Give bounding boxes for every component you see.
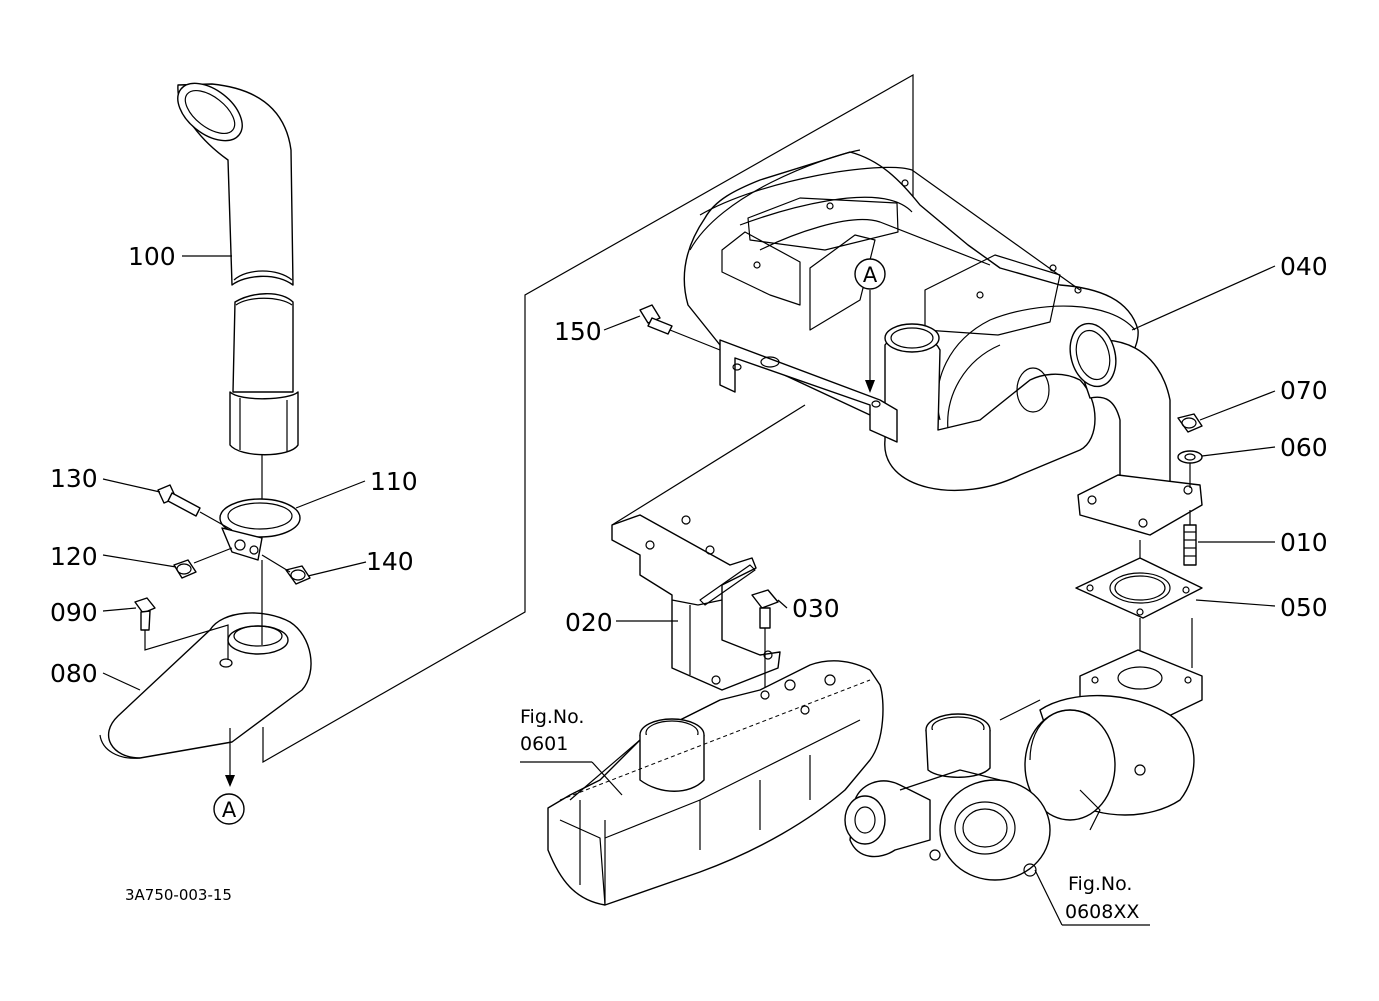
support-bracket-part[interactable] (611, 514, 781, 691)
clamp-nut-140-part[interactable] (261, 554, 311, 585)
part-label-080: 080 (50, 659, 98, 688)
part-label-010: 010 (1280, 528, 1328, 557)
part-label-130: 130 (50, 464, 98, 493)
leader-lines (102, 255, 1276, 691)
muffler-bolt-150-part[interactable] (639, 304, 721, 351)
part-label-090: 090 (50, 598, 98, 627)
muffler-part[interactable] (611, 149, 1203, 536)
reference-marker-a-bottom: A (213, 793, 245, 825)
part-label-030: 030 (792, 594, 840, 623)
part-label-150: 150 (554, 317, 602, 346)
part-label-110: 110 (370, 467, 418, 496)
part-label-020: 020 (565, 608, 613, 637)
stud-010-part[interactable] (1183, 510, 1197, 566)
part-label-070: 070 (1280, 376, 1328, 405)
part-label-060: 060 (1280, 433, 1328, 462)
part-label-120: 120 (50, 542, 98, 571)
fig-ref-0608xx-number: 0608XX (1065, 901, 1139, 923)
gasket-050-part[interactable] (1075, 540, 1203, 668)
group-connector-line (262, 73, 914, 764)
svg-text:A: A (222, 798, 237, 822)
washer-060-part[interactable] (1177, 450, 1203, 488)
drawing-code: 3A750-003-15 (125, 886, 232, 904)
turbocharger-reference (844, 649, 1203, 926)
exhaust-manifold-reference (520, 660, 884, 906)
reference-marker-a-muffler: A (854, 258, 886, 290)
nut-070-part[interactable] (1177, 413, 1203, 433)
part-label-050: 050 (1280, 593, 1328, 622)
fig-ref-0608xx-title: Fig.No. (1068, 873, 1132, 895)
clamp-nut-120-part[interactable] (173, 547, 233, 579)
part-label-040: 040 (1280, 252, 1328, 281)
tail-pipe-part[interactable] (167, 72, 299, 505)
clamp-bolt-part[interactable] (157, 484, 233, 531)
svg-text:A: A (863, 263, 878, 287)
part-label-140: 140 (366, 547, 414, 576)
band-clamp-part[interactable] (219, 498, 301, 561)
fig-ref-0601-title: Fig.No. (520, 706, 584, 728)
part-label-100: 100 (128, 242, 176, 271)
plate-bolt-part[interactable] (134, 597, 229, 660)
fig-ref-0601-number: 0601 (520, 733, 568, 755)
